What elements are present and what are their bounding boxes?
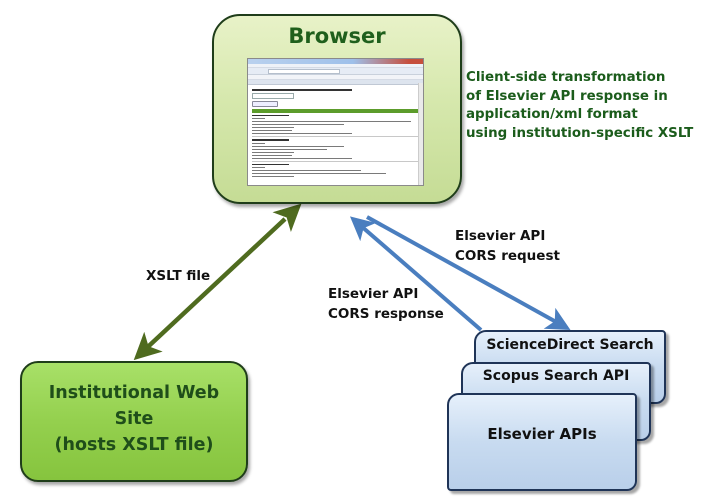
cors-request-label: Elsevier API CORS request — [455, 226, 560, 266]
cors-response-arrow — [349, 216, 483, 332]
label-line: CORS request — [455, 248, 560, 264]
sciencedirect-search-label: ScienceDirect Search — [486, 337, 654, 353]
institutional-web-site-node — [20, 361, 248, 482]
mini-titlebar — [248, 59, 423, 64]
label-line: Elsevier API — [328, 286, 419, 302]
inst-line: Institutional Web — [48, 383, 220, 403]
elsevier-apis-label: Elsevier APIs — [487, 425, 597, 443]
mini-scrollbar — [418, 83, 423, 185]
mini-bookmarks-bar — [248, 75, 423, 80]
note-line: using institution-specific XSLT — [466, 125, 694, 141]
browser-screenshot — [247, 58, 424, 186]
inst-line: Site — [114, 409, 154, 429]
mini-content — [248, 85, 423, 181]
note-line: of Elsevier API response in — [466, 88, 668, 104]
label-line: CORS response — [328, 306, 444, 322]
mini-results-header — [252, 108, 419, 113]
note-line: Client-side transformation — [466, 70, 666, 85]
mini-navbar — [248, 68, 423, 75]
xslt-arrow — [133, 203, 302, 361]
mini-url-bar — [268, 69, 340, 74]
note-line: application/xml format — [466, 107, 638, 122]
browser-title: Browser — [288, 24, 386, 48]
scopus-search-api-label: Scopus Search API — [482, 368, 630, 384]
mini-search-button — [252, 100, 278, 107]
mini-search-input — [252, 92, 294, 99]
elsevier-apis-card — [447, 393, 637, 491]
client-side-note: Client-side transformation of Elsevier A… — [466, 69, 710, 143]
mini-menubar — [248, 64, 423, 68]
cors-response-label: Elsevier API CORS response — [328, 284, 444, 324]
mini-tab-bar — [248, 80, 423, 85]
label-line: Elsevier API — [455, 228, 546, 244]
institutional-web-site-label: Institutional Web Site (hosts XSLT file) — [20, 380, 248, 458]
inst-line: (hosts XSLT file) — [54, 435, 214, 455]
xslt-file-label: XSLT file — [146, 268, 211, 284]
cors-request-arrow — [366, 215, 571, 330]
